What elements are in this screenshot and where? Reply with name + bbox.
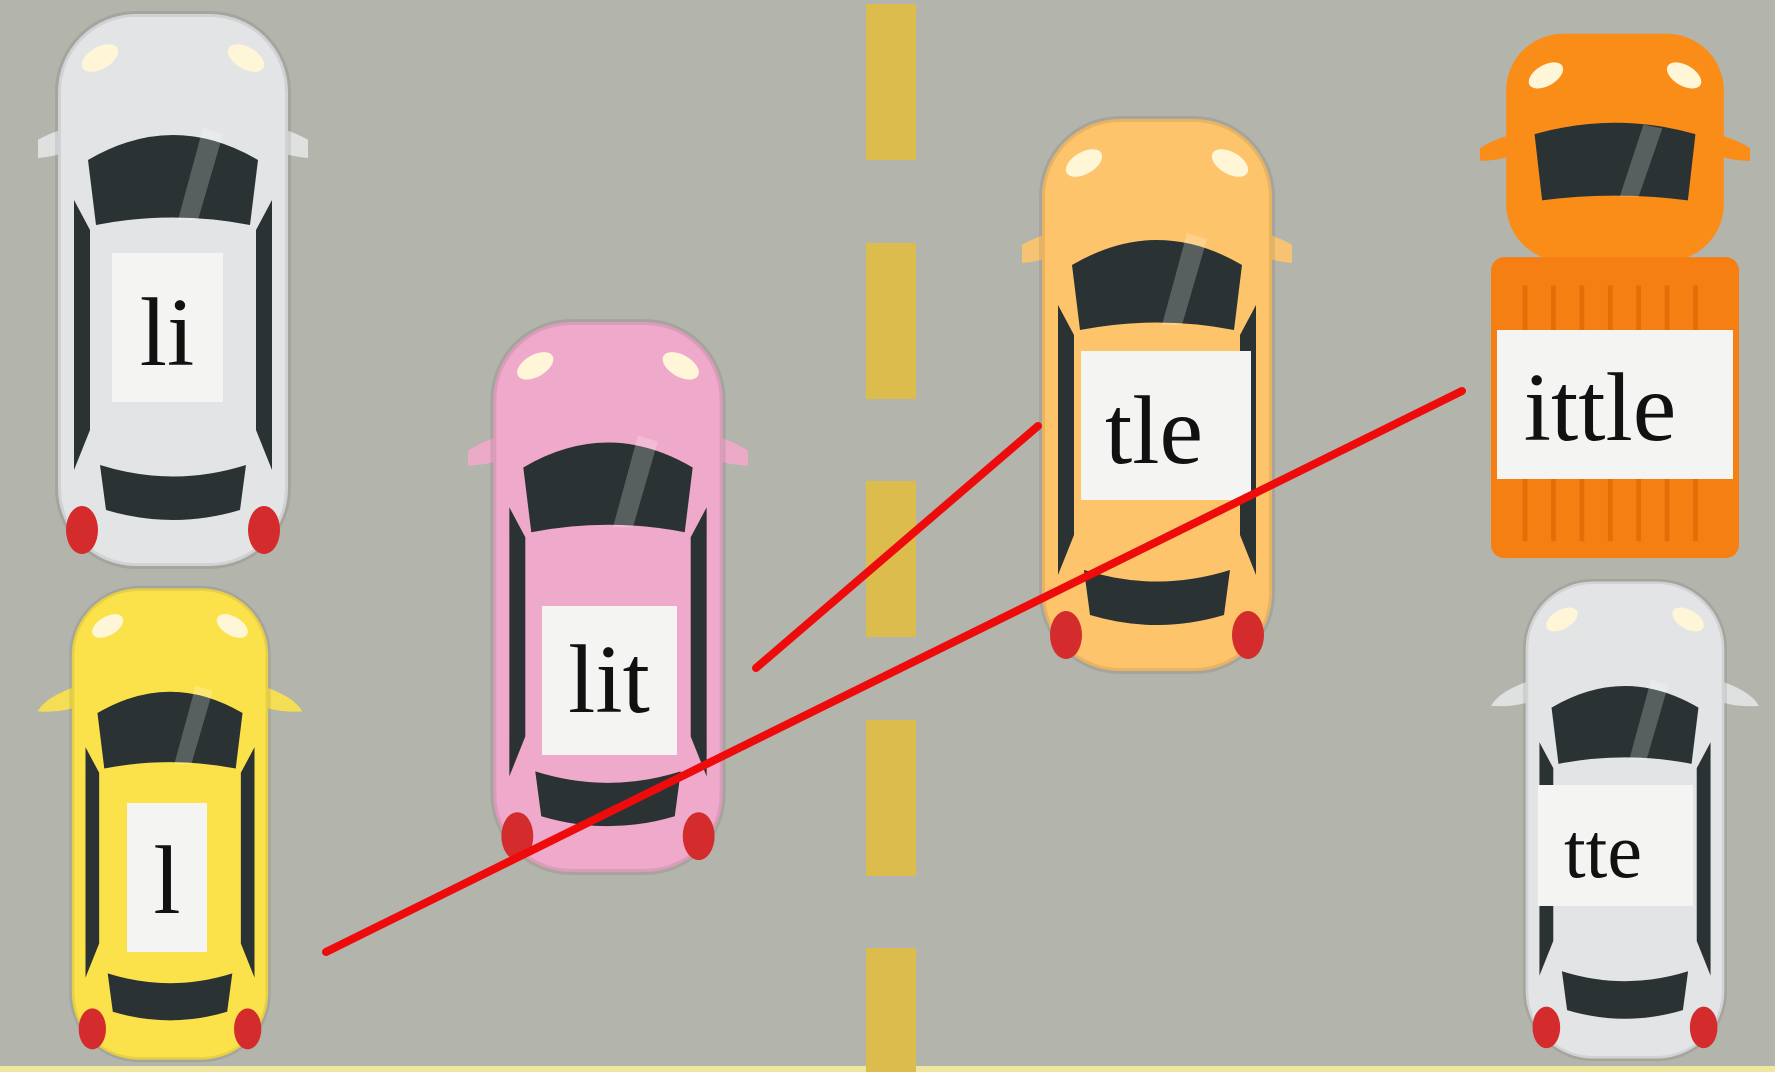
label-tte: tte xyxy=(1564,807,1642,894)
label-card-tte[interactable]: tte xyxy=(1538,785,1693,906)
label-lit: lit xyxy=(568,626,650,734)
lane-dash xyxy=(866,481,916,637)
lane-dash xyxy=(866,948,916,1072)
label-li: li xyxy=(140,279,194,387)
label-l: l xyxy=(153,827,180,935)
lane-dash xyxy=(866,720,916,876)
label-ittle: ittle xyxy=(1524,354,1676,462)
label-tle: tle xyxy=(1105,377,1203,485)
label-card-tle[interactable]: tle xyxy=(1081,351,1251,500)
label-card-ittle[interactable]: ittle xyxy=(1497,330,1733,479)
lane-dash xyxy=(866,243,916,399)
car-pink-center[interactable] xyxy=(454,322,763,872)
label-card-lit[interactable]: lit xyxy=(542,606,677,755)
lane-dash xyxy=(866,4,916,160)
label-card-li[interactable]: li xyxy=(112,253,223,402)
label-card-l[interactable]: l xyxy=(127,803,207,952)
truck-orange-right[interactable] xyxy=(1468,34,1761,558)
